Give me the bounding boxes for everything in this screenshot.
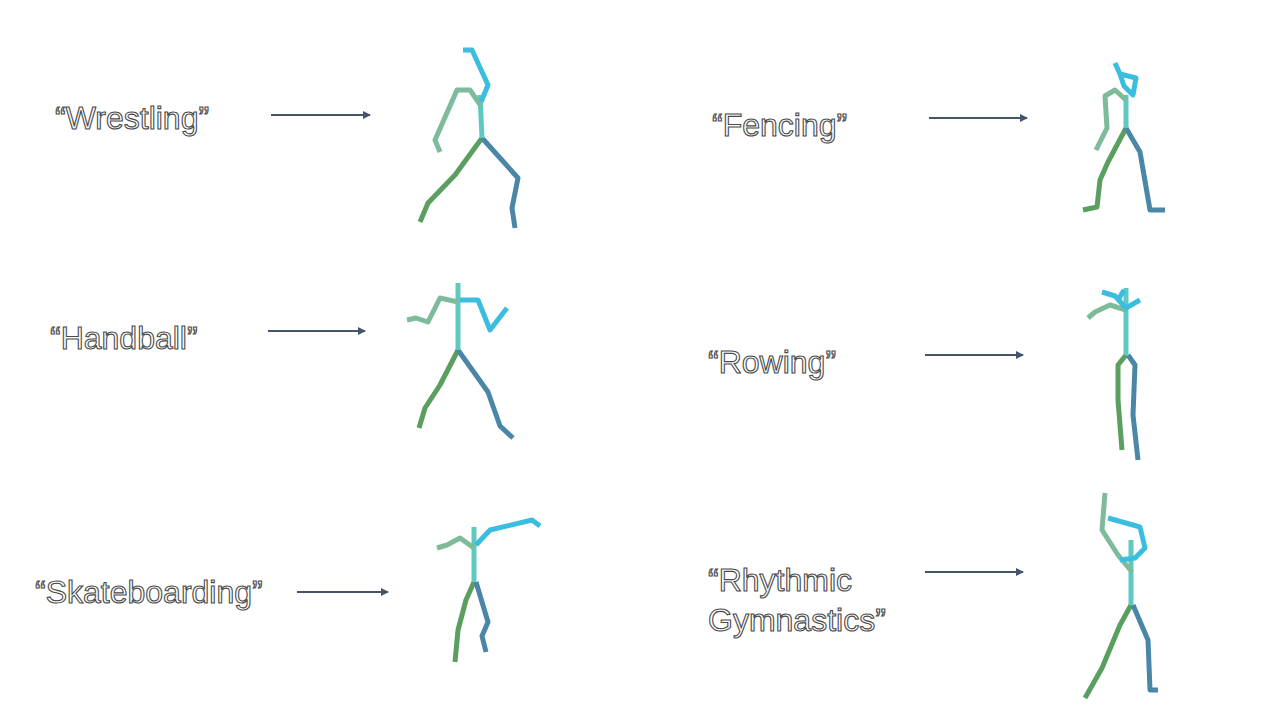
right-leg [458, 350, 513, 438]
stick-figure [420, 50, 518, 228]
pointer-arrow [929, 117, 1027, 119]
pointer-arrow [925, 354, 1023, 356]
pointer-arrow [925, 571, 1023, 573]
right-arm [460, 300, 507, 330]
left-arm [407, 298, 458, 322]
left-leg [419, 350, 458, 428]
stick-figure [1083, 63, 1165, 210]
sport-label: “Rhythmic Gymnastics” [708, 560, 923, 640]
right-leg [476, 582, 488, 652]
right-leg [1126, 128, 1165, 210]
head [1115, 63, 1136, 95]
stick-figure [1085, 493, 1158, 698]
sport-label: “Skateboarding” [35, 572, 263, 612]
stick-figure [1088, 288, 1140, 460]
right-leg [1128, 355, 1138, 460]
left-leg [420, 138, 482, 222]
sport-label: “Fencing” [712, 105, 847, 145]
sport-label: “Rowing” [708, 342, 836, 382]
left-arm [437, 538, 474, 548]
sport-label: “Handball” [50, 318, 198, 358]
right-arm [476, 520, 540, 545]
left-leg [455, 582, 474, 662]
right-leg [1133, 605, 1158, 690]
stick-figure [407, 283, 513, 438]
torso [472, 527, 477, 582]
left-arm [435, 90, 481, 152]
pointer-arrow [268, 330, 365, 332]
pointer-arrows [268, 115, 1027, 592]
right-leg [482, 138, 518, 228]
left-leg [1085, 605, 1131, 698]
left-arm [1088, 305, 1126, 318]
head [463, 50, 488, 102]
sport-label: “Wrestling” [55, 98, 209, 138]
left-leg [1118, 355, 1126, 450]
right-arm [1108, 518, 1145, 560]
pointer-arrow [271, 114, 370, 116]
torso [1124, 288, 1129, 355]
pointer-arrow [297, 591, 388, 593]
torso [456, 283, 461, 350]
left-arm [1096, 90, 1126, 150]
head [1118, 290, 1124, 300]
stick-figure [437, 520, 540, 662]
left-leg [1083, 128, 1126, 210]
